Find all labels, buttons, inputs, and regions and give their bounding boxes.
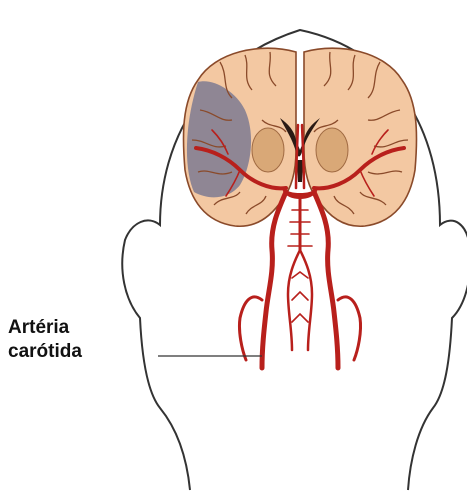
left-basal-ganglia [252,128,284,172]
left-vertebral-artery [288,250,300,350]
label-line-2: carótida [8,340,138,364]
right-basal-ganglia [316,128,348,172]
right-vertebral-artery [300,250,312,350]
carotid-artery-label: Artéria carótida [8,316,138,364]
left-external-carotid-artery [239,297,262,360]
circle-of-willis [284,190,316,198]
right-external-carotid-artery [338,297,361,360]
label-line-1: Artéria [8,316,138,340]
third-ventricle [297,160,303,182]
